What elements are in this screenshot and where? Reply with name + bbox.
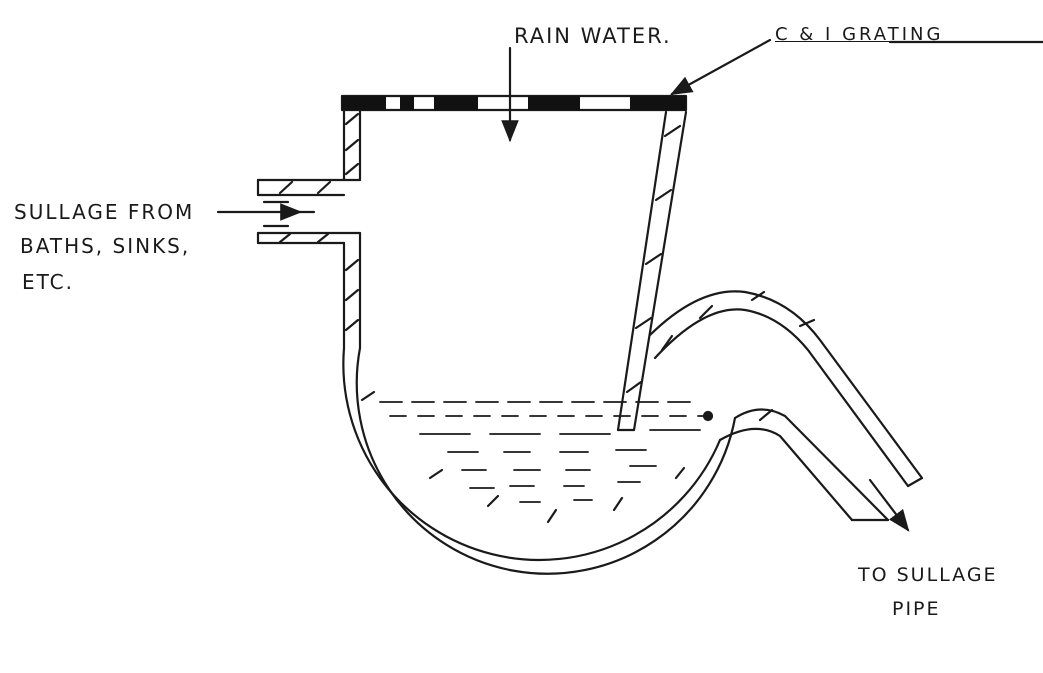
outlet-label-line1: TO SULLAGE — [858, 564, 998, 586]
outlet-label-line2: PIPE — [892, 598, 941, 620]
left-wall-upper — [342, 108, 362, 182]
rain-water-label: RAIN WATER. — [514, 24, 672, 48]
sullage-label-line3: ETC. — [22, 270, 75, 294]
grating-pointer-arrow — [670, 38, 772, 96]
sullage-label-line2: BATHS, SINKS, — [20, 234, 191, 258]
outlet-pipe — [648, 290, 924, 522]
grating-label: C & I GRATING — [775, 24, 944, 45]
sullage-label-line1: SULLAGE FROM — [14, 200, 195, 224]
dip-baffle — [616, 110, 688, 432]
trap-bowl — [342, 231, 737, 575]
outlet-arrow — [868, 478, 910, 532]
grating — [340, 94, 688, 112]
water-spot — [702, 410, 714, 422]
inlet-pipe — [256, 178, 362, 245]
water-level — [379, 401, 713, 503]
